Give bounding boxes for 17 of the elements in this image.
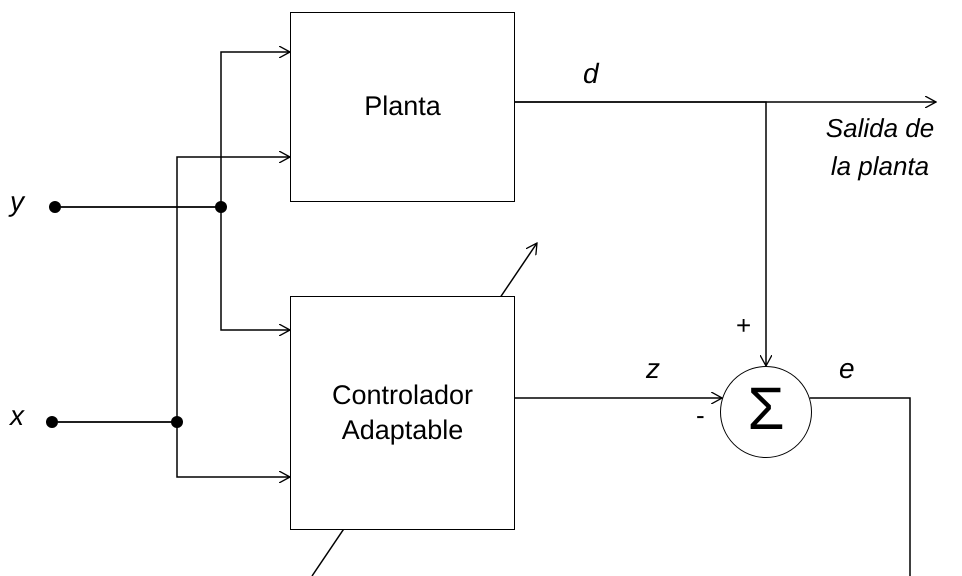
sign-label: - bbox=[696, 400, 705, 431]
terminal-dot bbox=[46, 416, 58, 428]
box-label: Planta bbox=[363, 90, 442, 124]
input-label: x bbox=[10, 400, 24, 432]
sigma-symbol: Σ bbox=[747, 374, 785, 444]
output-label: Salida de la planta bbox=[824, 112, 936, 183]
sign-label: + bbox=[736, 310, 752, 341]
connector-arrow bbox=[515, 101, 773, 367]
box-label: Controlador Adaptable bbox=[330, 378, 474, 447]
process-box bbox=[290, 296, 515, 530]
connector-arrow bbox=[58, 421, 291, 484]
process-box bbox=[290, 12, 515, 202]
connector-arrow bbox=[61, 206, 291, 337]
connector-line bbox=[810, 397, 911, 576]
terminal-dot bbox=[49, 201, 61, 213]
input-label: y bbox=[10, 186, 24, 218]
connector-arrow bbox=[515, 391, 723, 405]
